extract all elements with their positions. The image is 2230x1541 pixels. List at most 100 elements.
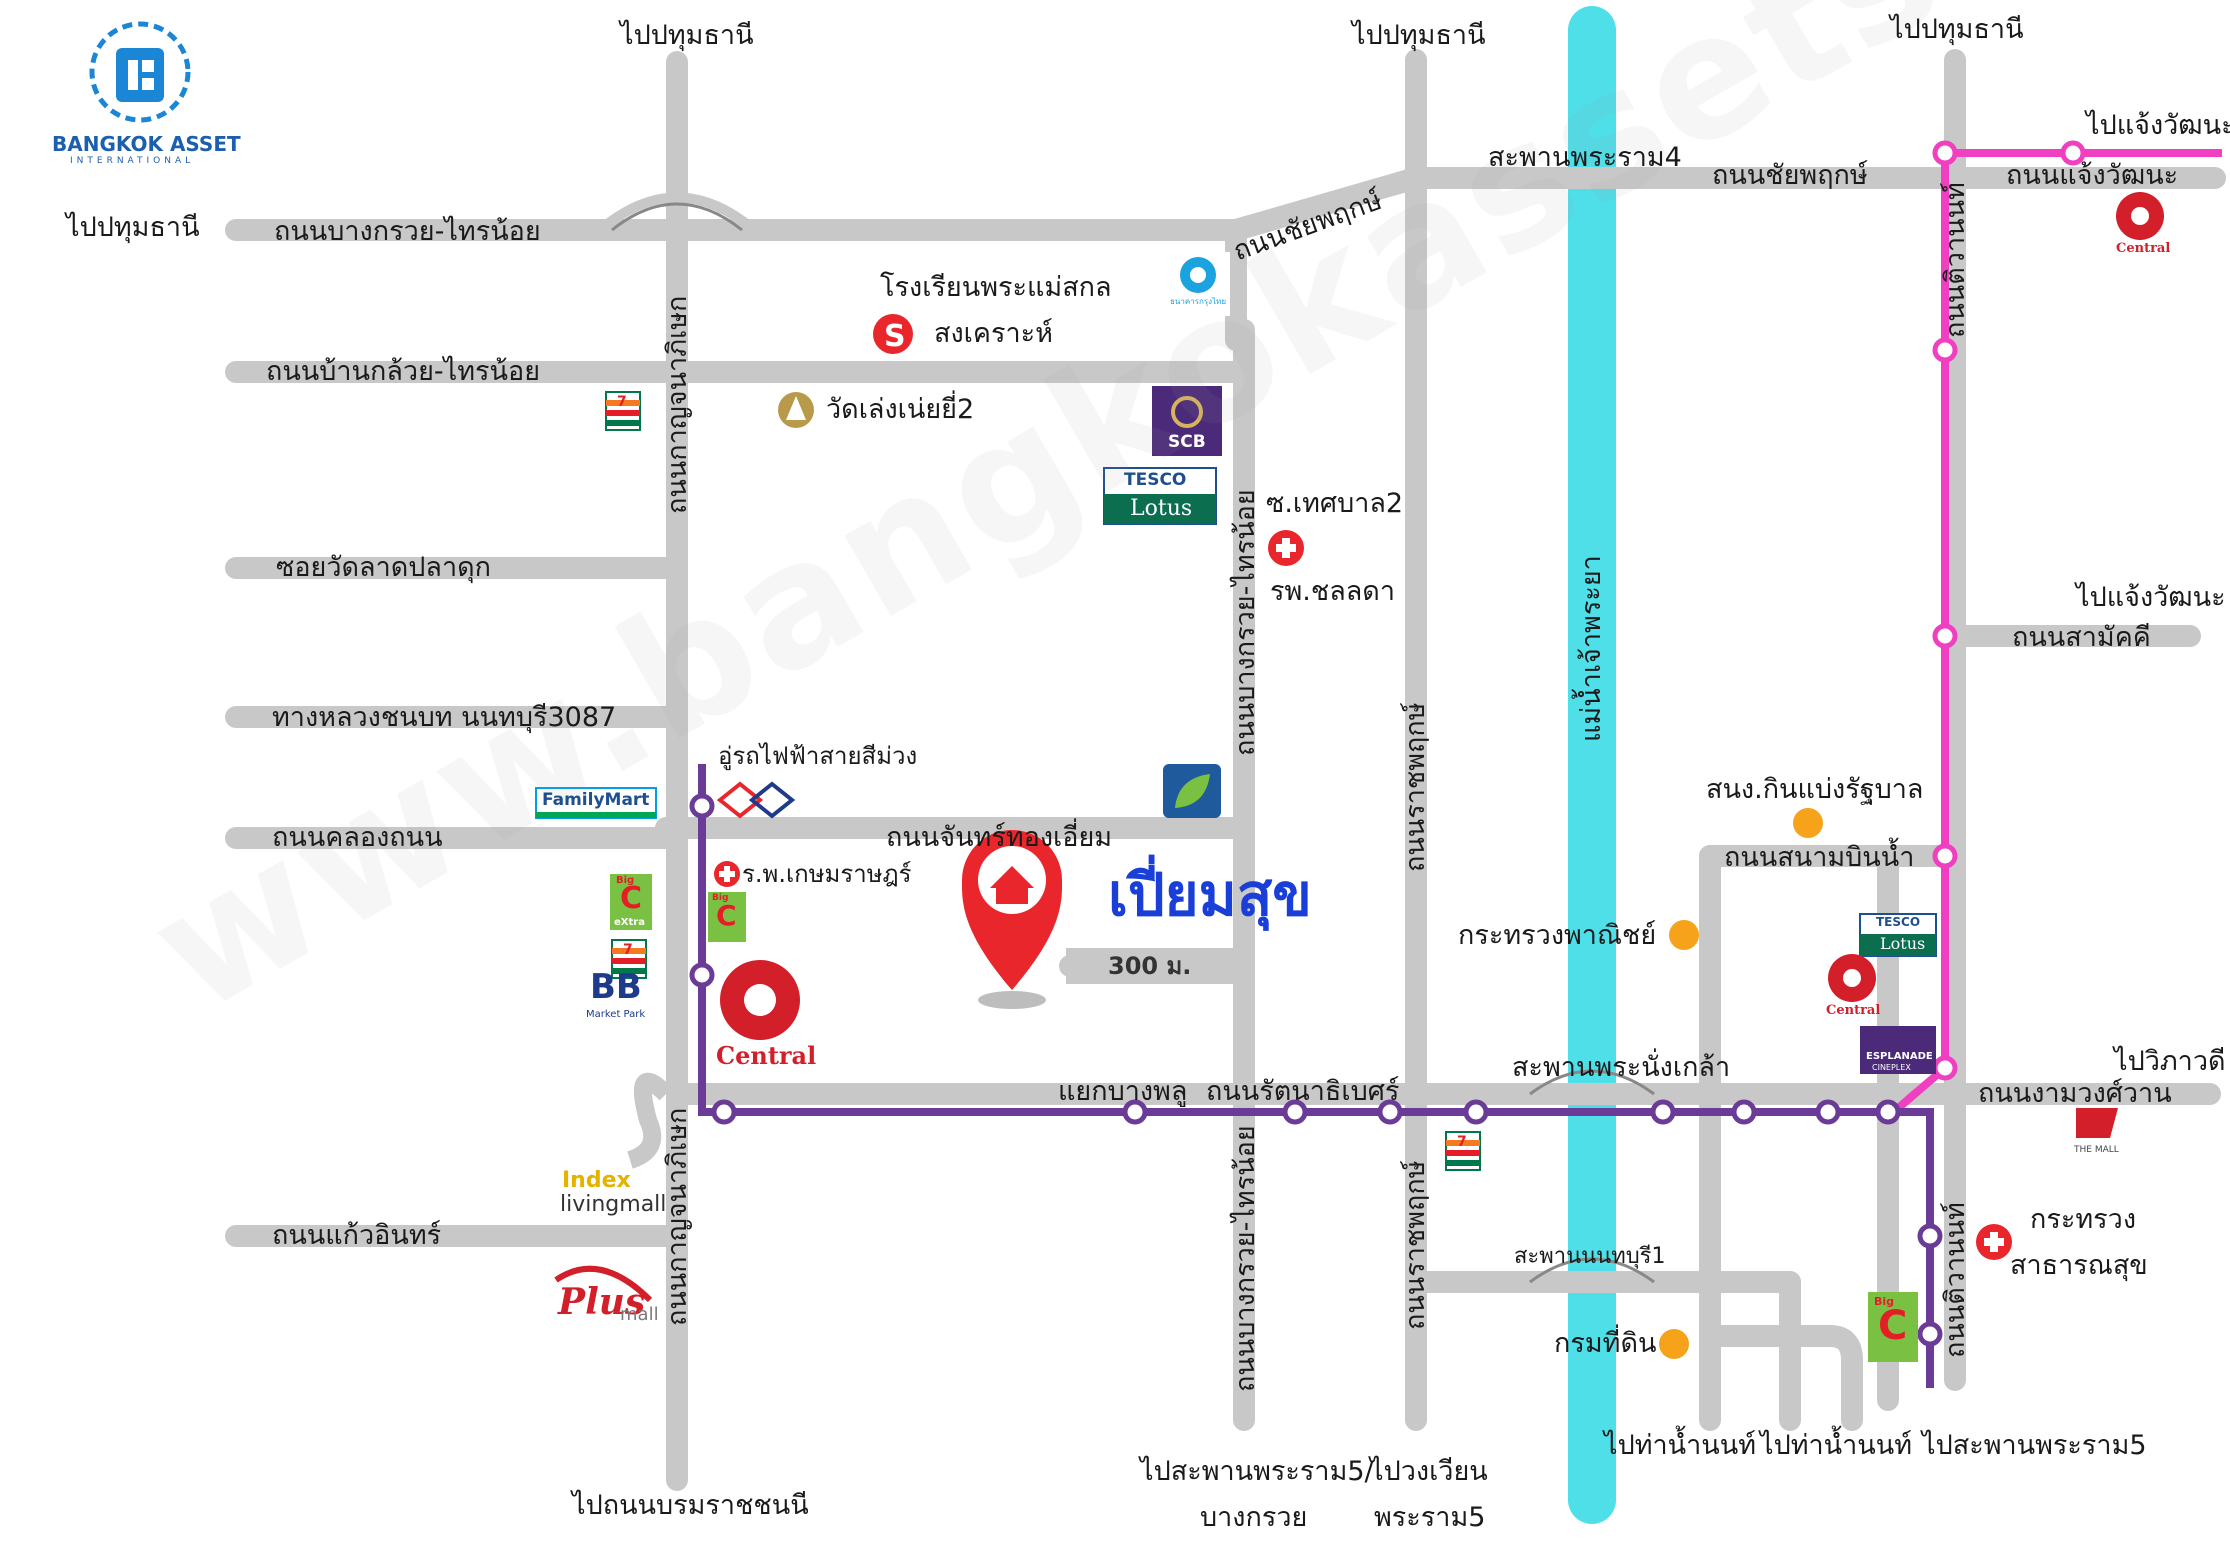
- direction-bottom-mid1a: ไปสะพานพระราม5/: [1140, 1456, 1374, 1487]
- place-land-dept: กรมที่ดิน: [1554, 1328, 1657, 1359]
- road-sanam-bin-nam: ถนนสนามบินน้ำ: [1724, 842, 1915, 873]
- place-health-2: สาธารณสุข: [2010, 1250, 2148, 1281]
- bigc-logo-small: [708, 892, 746, 942]
- road-kanchana-bottom: ถนนกาญจนาภิเษก: [662, 1107, 693, 1326]
- direction-right-low: ไปวิภาวดี: [2114, 1046, 2226, 1077]
- index-label: Index: [562, 1168, 631, 1193]
- plus-label: Plus: [558, 1281, 646, 1323]
- direction-bottom-r1: ไปท่าน้ำนนท์: [1604, 1430, 1757, 1461]
- road-samakkhi: ถนนสามัคคี: [2012, 622, 2151, 653]
- place-purple-depot: อู่รถไฟฟ้าสายสีม่วง: [718, 742, 918, 770]
- direction-top-mid: ไปปทุมธานี: [1352, 20, 1486, 51]
- road-kaew-in: ถนนแก้วอินทร์: [272, 1220, 442, 1251]
- place-pension: สนง.กินแบ่งรัฐบาล: [1706, 774, 1924, 805]
- familymart-label: FamilyMart: [542, 790, 650, 810]
- place-songkhro: สงเคราะห์: [934, 318, 1053, 349]
- direction-bottom-mid2b: พระราม5: [1374, 1502, 1486, 1533]
- bigc-bottom-big: Big: [1874, 1295, 1895, 1308]
- temple-icon: [778, 392, 814, 428]
- logo-name: BANGKOK ASSET: [52, 132, 241, 156]
- bigc-small-big: Big: [712, 893, 729, 903]
- place-commerce: กระทรวงพาณิชย์: [1458, 920, 1657, 951]
- road-tiwanon-top: ถนนติวานนท์: [1940, 182, 1971, 338]
- road-network: [225, 49, 2226, 1491]
- purple-line: [698, 764, 1934, 1388]
- road-bangkruai-sainoi: ถนนบางกรวย-ไทรน้อย: [274, 216, 541, 247]
- road-chaengwattana: ถนนแจ้งวัฒนะ: [2006, 160, 2179, 191]
- road-rattanathibet: ถนนรัตนาธิเบศร์: [1206, 1076, 1400, 1107]
- direction-right-mid: ไปแจ้งวัฒนะ: [2076, 582, 2226, 613]
- bigc-extra-big: Big: [616, 875, 635, 886]
- pink-line-stations: [1932, 140, 2086, 1081]
- land-dept-dot-icon: [1659, 1329, 1689, 1359]
- road-bridge-nangklao: สะพานพระนั่งเกล้า: [1512, 1052, 1731, 1083]
- road-soi-thetsaban: ซ.เทศบาล2: [1266, 488, 1404, 519]
- bb-sub-label: Market Park: [586, 1009, 646, 1020]
- road-ratchaphruek-top: ถนนราชพฤกษ์: [1400, 702, 1431, 872]
- place-kasemrad: ร.พ.เกษมราษฎร์: [742, 860, 912, 888]
- plus-sub-label: mall: [620, 1304, 659, 1325]
- scb-logo-mark: [1171, 396, 1203, 428]
- hospital-cholada-icon: [1268, 530, 1304, 566]
- direction-top-right: ไปปทุมธานี: [1890, 14, 2024, 45]
- bigc-extra-logo: [610, 874, 652, 930]
- central-logo-big: [720, 960, 800, 1040]
- direction-bottom-mid1b: บางกรวย: [1200, 1502, 1308, 1533]
- overpass-arc-inner: [611, 202, 743, 232]
- s-logo-icon: [873, 314, 913, 354]
- livingmall-label: livingmall: [560, 1192, 667, 1217]
- road-banklui-sainoi: ถนนบ้านกล้วย-ไทรน้อย: [266, 356, 541, 387]
- lotus-label-2: Lotus: [1880, 934, 1926, 953]
- road-yaek-bang-phlu: แยกบางพลู: [1058, 1076, 1188, 1107]
- pension-dot-icon: [1793, 808, 1823, 838]
- direction-left: ไปปทุมธานี: [66, 212, 200, 243]
- bigc-bottom-c: C: [1878, 1303, 1908, 1349]
- road-soi-wat-lat: ซอยวัดลาดปลาดุก: [276, 552, 492, 583]
- s-logo-letter: S: [884, 319, 906, 354]
- direction-bottom-left: ไปถนนบรมราชชนนี: [572, 1490, 809, 1521]
- scb-label: SCB: [1168, 432, 1206, 452]
- plus-mall-swoosh: [554, 1265, 653, 1303]
- overpass-arc: [596, 192, 758, 234]
- central-label-big: Central: [716, 1041, 817, 1070]
- central-logo-mid: [1828, 954, 1876, 1002]
- hospital-health-ministry-icon: [1976, 1224, 2012, 1260]
- lotus-label-1: Lotus: [1130, 496, 1193, 521]
- river-bridges: [1540, 167, 1644, 1293]
- tesco-label-1: TESCO: [1124, 470, 1187, 490]
- road-bangkruai-vert-bottom: ถนนบางกรวย-ไทรน้อย: [1230, 1125, 1261, 1392]
- ktb-bank-icon: [1166, 252, 1230, 316]
- eleven-label-2: 7: [623, 942, 633, 958]
- place-cholada: รพ.ชลลดา: [1270, 576, 1395, 607]
- eleven-label-1: 7: [617, 394, 627, 410]
- road-bridge-nonthaburi1: สะพานนนทบุรี1: [1514, 1244, 1666, 1269]
- central-logo-top-right: [2116, 192, 2164, 240]
- seven-eleven-icon-1: [605, 391, 641, 431]
- seven-eleven-icon-2: [611, 939, 647, 979]
- bigc-extra-c: C: [620, 881, 643, 916]
- place-school: โรงเรียนพระแม่สกล: [880, 272, 1112, 303]
- seven-eleven-icon-3: [1445, 1131, 1481, 1171]
- road-bridge-rama4: สะพานพระราม4: [1488, 142, 1682, 173]
- cineplex-label: CINEPLEX: [1872, 1063, 1911, 1072]
- lotus-band-2: [1860, 934, 1936, 956]
- esplanade-label: ESPLANADE: [1866, 1051, 1933, 1062]
- direction-right-top: ไปแจ้งวัฒนะ: [2086, 110, 2230, 141]
- river-label: แม่น้ำเจ้าพระยา: [1576, 555, 1607, 742]
- lotus-band-1: [1104, 494, 1216, 524]
- road-bangkruai-vert-top: ถนนบางกรวย-ไทรน้อย: [1230, 489, 1261, 756]
- project-name: เปี่ยมสุข: [1108, 861, 1312, 929]
- direction-top-left: ไปปทุมธานี: [620, 20, 754, 51]
- central-label-mid: Central: [1826, 1003, 1881, 1018]
- project-pin-icon: [961, 830, 1063, 1009]
- the-mall-logo: [2076, 1108, 2118, 1138]
- project-distance: 300 ม.: [1108, 952, 1192, 980]
- direction-bottom-mid2a: ไปวงเวียน: [1370, 1456, 1488, 1487]
- road-khlong-thanon: ถนนคลองถนน: [272, 822, 443, 853]
- mrt-depot-icon: [716, 781, 796, 819]
- distance-box: [1066, 948, 1248, 984]
- bigc-extra-label: eXtra: [614, 917, 645, 928]
- road-chaiyaphruek-right: ถนนชัยพฤกษ์: [1712, 160, 1868, 191]
- place-wat: วัดเล่งเน่ยยี่2: [826, 394, 975, 425]
